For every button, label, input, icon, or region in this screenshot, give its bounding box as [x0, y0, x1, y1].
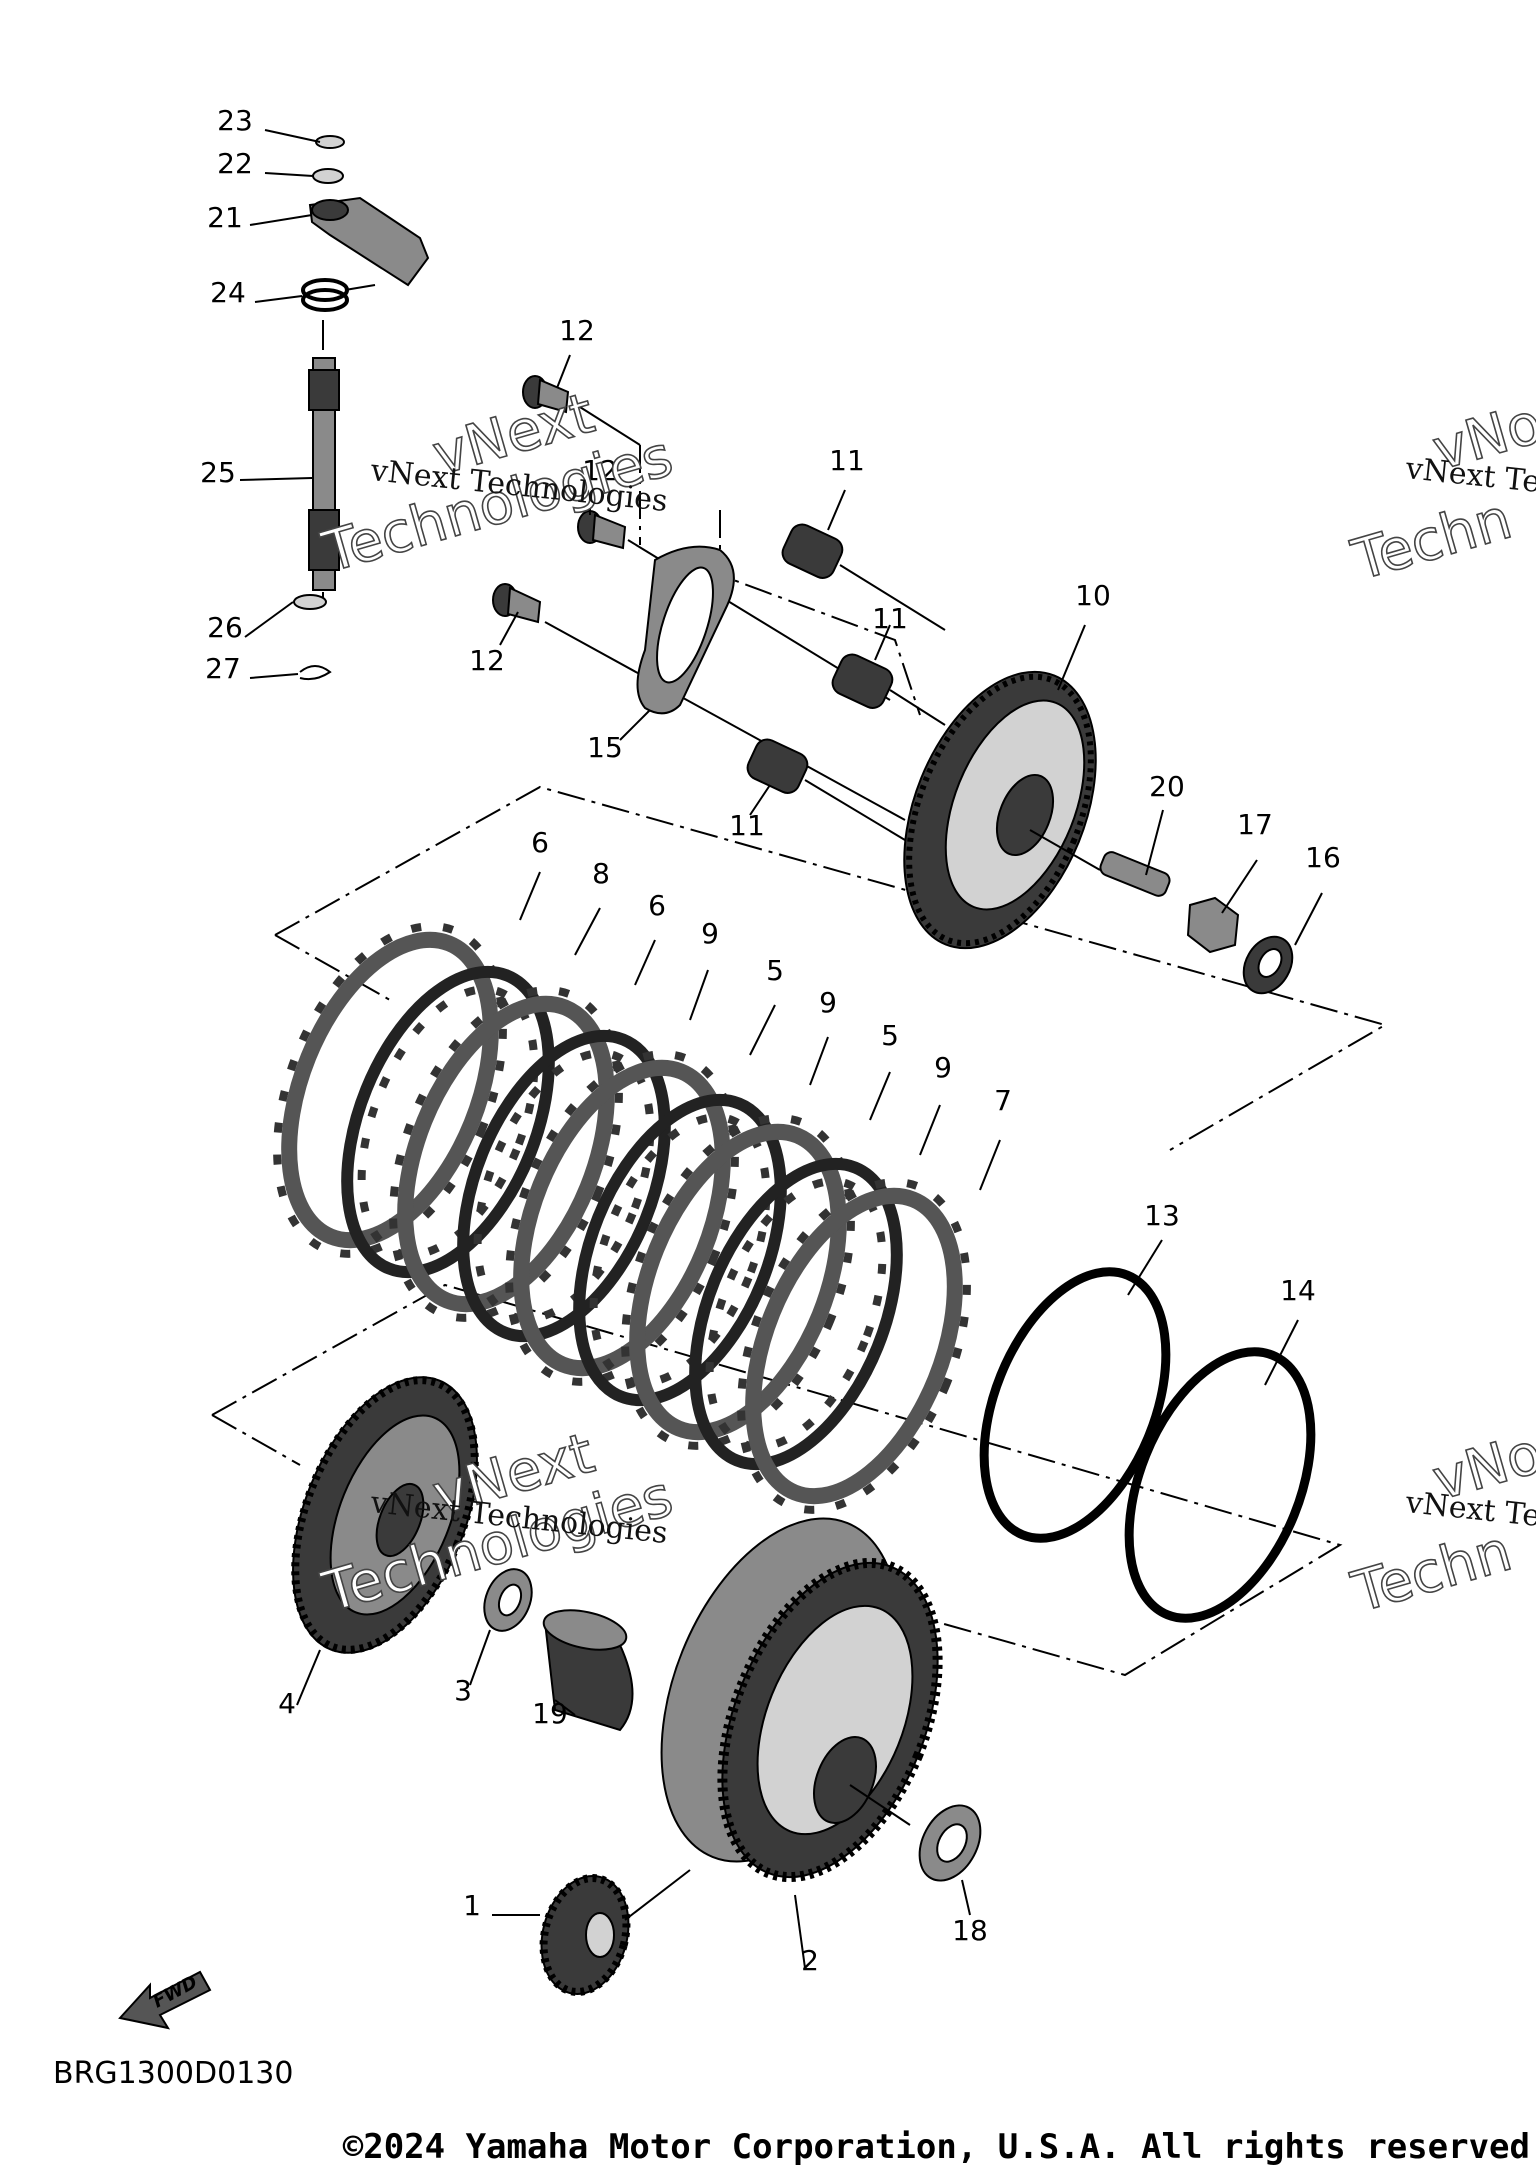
diagram-id: BRG1300D0130 — [53, 2056, 293, 2091]
callout-3: 3 — [454, 1674, 472, 1707]
pressure-plate-10 — [903, 670, 1097, 950]
washer-18 — [918, 1804, 982, 1882]
callout-8: 8 — [592, 857, 610, 890]
watermark-edge-upper: vNo vNext Te Techn — [1344, 390, 1536, 594]
callout-12: 12 — [582, 454, 618, 487]
callout-2: 2 — [801, 1944, 819, 1977]
callout-23: 23 — [217, 104, 253, 137]
callout-26: 26 — [207, 611, 243, 644]
clutch-plate — [341, 965, 555, 1279]
plate-tabs — [389, 986, 623, 1322]
plate-tabs — [357, 985, 539, 1259]
plate-tabs — [621, 1114, 855, 1450]
clutch-plate-stack — [273, 922, 971, 1514]
callout-21: 21 — [207, 201, 243, 234]
callout-15: 15 — [587, 731, 623, 764]
friction-plate — [629, 1123, 847, 1441]
callout-16: 16 — [1305, 841, 1341, 874]
clutch-plate — [573, 1093, 787, 1407]
leader-lines — [239, 129, 1323, 1969]
callout-1: 1 — [463, 1889, 481, 1922]
callout-11: 11 — [829, 444, 865, 477]
pressure-plate-assembly — [492, 375, 1294, 995]
callout-13: 13 — [1144, 1199, 1180, 1232]
callout-24: 24 — [210, 276, 246, 309]
callout-9: 9 — [819, 986, 837, 1019]
primary-drive-gear-1 — [539, 1869, 691, 1996]
callout-labels: 2322212425262712121211111115102017166869… — [200, 104, 1341, 1977]
friction-plate — [513, 1059, 731, 1377]
fwd-arrow-icon: FWD — [118, 1970, 212, 2030]
callout-5: 5 — [881, 1019, 899, 1052]
callout-11: 11 — [729, 809, 765, 842]
torsion-spring — [301, 278, 376, 312]
callout-17: 17 — [1237, 808, 1273, 841]
friction-plate — [397, 995, 615, 1313]
clutch-plate — [457, 1029, 671, 1343]
clutch-boss-4 — [291, 1376, 479, 1654]
bolt-12-top — [522, 375, 570, 414]
callout-25: 25 — [200, 456, 236, 489]
bolt-12-mid — [577, 510, 627, 550]
copyright: ©2024 Yamaha Motor Corporation, U.S.A. A… — [343, 2127, 1530, 2167]
plate-tabs — [473, 1049, 655, 1323]
callout-7: 7 — [994, 1084, 1012, 1117]
o-rings — [979, 1267, 1316, 1623]
shaft-assembly — [293, 135, 430, 681]
callout-14: 14 — [1280, 1274, 1316, 1307]
callout-6: 6 — [648, 889, 666, 922]
callout-20: 20 — [1149, 770, 1185, 803]
callout-19: 19 — [532, 1697, 568, 1730]
springs-11 — [746, 523, 946, 856]
sleeve-19 — [542, 1609, 634, 1732]
plate-tabs — [737, 1178, 971, 1514]
callout-12: 12 — [559, 314, 595, 347]
callout-12: 12 — [469, 644, 505, 677]
plate-tabs — [505, 1050, 739, 1386]
washer-3 — [483, 1568, 533, 1632]
plate-tabs — [273, 922, 507, 1258]
watermark-edge-lower: vNo vNext Te Techn — [1344, 1420, 1536, 1626]
clutch-plate — [689, 1157, 903, 1471]
callout-4: 4 — [278, 1687, 296, 1720]
friction-plate — [281, 931, 499, 1249]
callout-9: 9 — [701, 917, 719, 950]
friction-plate — [745, 1187, 963, 1505]
callout-5: 5 — [766, 954, 784, 987]
callout-18: 18 — [952, 1914, 988, 1947]
callout-9: 9 — [934, 1051, 952, 1084]
callout-27: 27 — [205, 652, 241, 685]
callout-11: 11 — [872, 602, 908, 635]
watermark-edge-techn: Techn — [1345, 1519, 1519, 1626]
watermark-upper: vNext Technologies vNext Technologies — [314, 380, 680, 586]
callout-22: 22 — [217, 147, 253, 180]
bolt-12-low — [492, 583, 542, 624]
lifter-plate-15 — [636, 545, 735, 715]
plate-tabs — [705, 1177, 887, 1451]
watermark-edge-techn: Techn — [1345, 487, 1519, 594]
callout-10: 10 — [1075, 579, 1111, 612]
plate-tabs — [589, 1113, 771, 1387]
clutch-housing-2 — [660, 1517, 943, 1883]
callout-6: 6 — [531, 826, 549, 859]
